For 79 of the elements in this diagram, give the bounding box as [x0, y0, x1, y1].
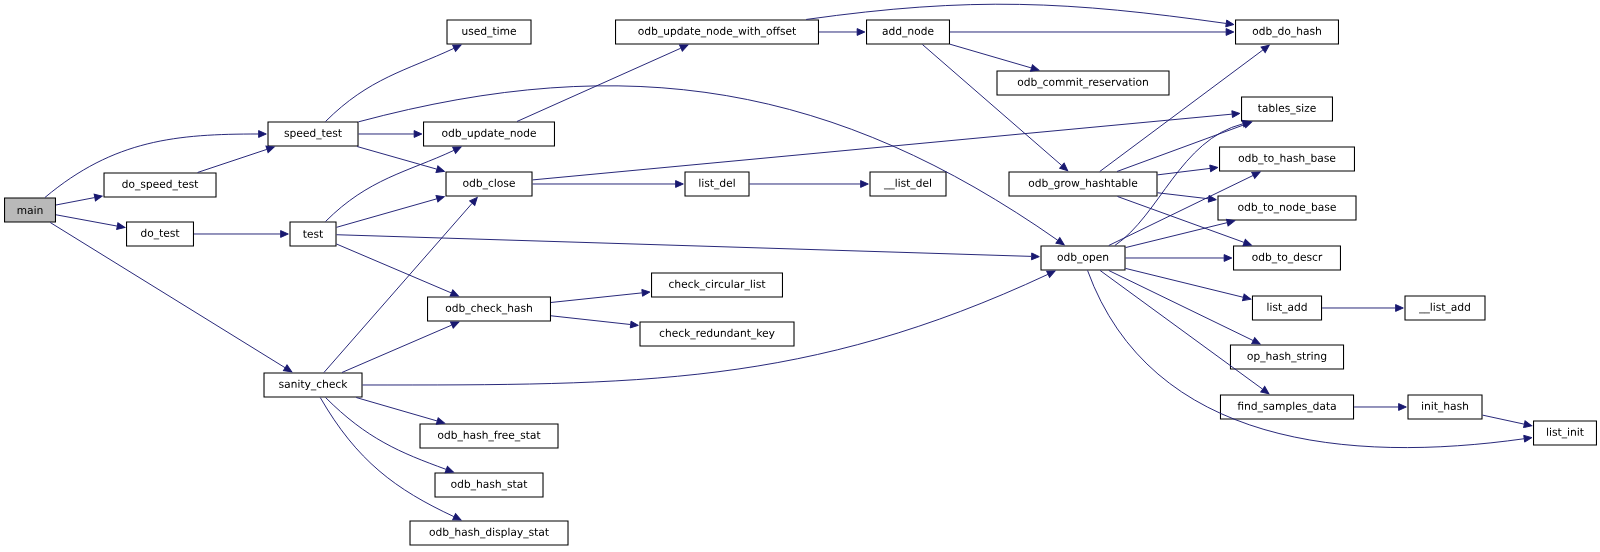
- function-box: check_redundant_key: [639, 321, 795, 347]
- arrow: [1125, 267, 1252, 302]
- function-box: odb_hash_display_stat: [409, 520, 569, 546]
- function-box: init_hash: [1407, 394, 1483, 420]
- function-box: speed_test: [267, 121, 359, 147]
- function-box: check_circular_list: [651, 272, 783, 298]
- arrow: [49, 222, 293, 373]
- function-box: tables_size: [1241, 96, 1333, 122]
- function-box: odb_update_node: [423, 121, 555, 147]
- arrow: [197, 145, 275, 173]
- arrow: [1108, 171, 1261, 246]
- arrow: [749, 180, 869, 188]
- arrow: [358, 85, 1065, 246]
- arrow: [341, 321, 460, 373]
- arrow: [1157, 192, 1217, 203]
- arrow: [336, 243, 459, 297]
- function-box: list_init: [1533, 420, 1597, 446]
- function-box: op_hash_string: [1229, 344, 1345, 370]
- arrow: [1108, 270, 1261, 345]
- function-box: find_samples_data: [1219, 394, 1355, 420]
- function-box: __list_add: [1404, 295, 1486, 321]
- function-box: odb_hash_stat: [434, 472, 544, 498]
- arrow: [325, 44, 462, 122]
- function-box: sanity_check: [263, 372, 363, 398]
- function-box: odb_hash_free_stat: [419, 423, 559, 449]
- arrow: [193, 230, 289, 238]
- function-box: test: [289, 221, 337, 247]
- arrow: [55, 193, 103, 206]
- arrow: [325, 146, 462, 222]
- arrow: [949, 28, 1235, 36]
- function-box: list_add: [1251, 295, 1323, 321]
- arrow: [1125, 254, 1233, 262]
- arrow: [1125, 218, 1236, 249]
- arrow: [516, 44, 689, 122]
- arrow: [949, 43, 1040, 72]
- function-box: list_del: [684, 171, 750, 197]
- arrow: [336, 234, 1040, 261]
- function-box: odb_update_node_with_offset: [615, 19, 819, 45]
- function-box: odb_open: [1040, 245, 1126, 271]
- arrow: [550, 315, 639, 329]
- arrow: [532, 110, 1241, 181]
- arrow: [921, 44, 1069, 172]
- arrow: [325, 397, 454, 474]
- arrow: [55, 214, 126, 230]
- arrow: [1157, 164, 1219, 176]
- function-box: do_speed_test: [103, 172, 217, 198]
- arrow: [1099, 270, 1270, 395]
- function-box: odb_to_node_base: [1217, 195, 1357, 221]
- arrow: [532, 180, 684, 188]
- arrow: [818, 28, 866, 36]
- function-box: odb_commit_reservation: [996, 70, 1170, 96]
- arrow: [1117, 196, 1252, 247]
- function-box: odb_do_hash: [1235, 19, 1339, 45]
- arrow: [1087, 270, 1533, 448]
- function-box: used_time: [446, 19, 532, 45]
- arrow: [550, 289, 651, 303]
- function-box: main: [4, 197, 56, 223]
- arrow: [1353, 403, 1407, 411]
- arrow: [362, 270, 1056, 386]
- function-box: odb_to_descr: [1233, 245, 1341, 271]
- function-box: odb_check_hash: [427, 296, 551, 322]
- arrow: [355, 397, 446, 425]
- arrow: [1482, 414, 1533, 428]
- function-box: odb_grow_hashtable: [1008, 171, 1158, 197]
- arrow: [1099, 44, 1270, 172]
- arrow: [1321, 304, 1404, 312]
- function-box: add_node: [866, 19, 950, 45]
- arrow: [319, 397, 462, 521]
- arrow: [323, 196, 478, 373]
- arrow: [1114, 119, 1251, 246]
- arrow: [358, 130, 423, 138]
- function-box: __list_del: [869, 171, 947, 197]
- arrow: [336, 195, 445, 228]
- function-box: odb_close: [445, 171, 533, 197]
- arrow: [356, 146, 445, 173]
- arrow: [44, 130, 267, 198]
- function-box: odb_to_hash_base: [1219, 146, 1355, 172]
- arrow: [805, 3, 1235, 28]
- function-box: do_test: [126, 221, 194, 247]
